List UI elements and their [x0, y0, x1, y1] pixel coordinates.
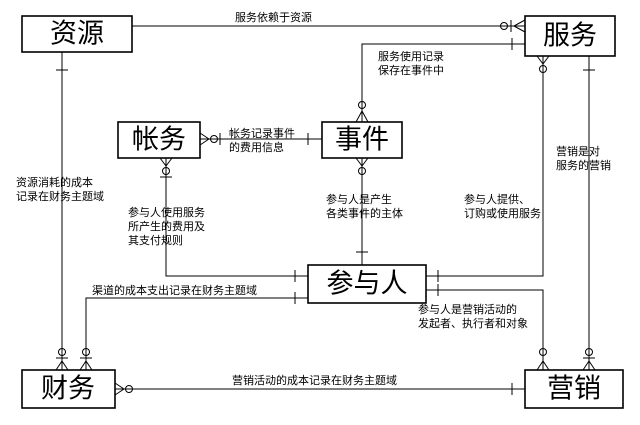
mark-many	[199, 132, 210, 146]
mark-zero	[82, 348, 90, 356]
mark-zero	[358, 167, 366, 175]
edge-account-participant	[165, 158, 308, 277]
mark-many	[159, 157, 173, 167]
entity-finance: 财务	[21, 369, 116, 409]
mark-zero	[585, 348, 593, 356]
mark-many	[536, 55, 550, 65]
entity-resource-label: 资源	[50, 19, 104, 50]
mark-many	[55, 360, 69, 371]
label-account-event: 帐务记录事件 的费用信息	[229, 127, 299, 154]
label-service-depends-resource: 服务依赖于资源	[235, 10, 312, 24]
label-channel-cost-finance: 渠道的成本支出记录在财务主题域	[92, 283, 257, 297]
label-marketing-service: 营销是对 服务的营销	[556, 144, 611, 172]
edges	[61, 25, 590, 390]
entity-event-label: 事件	[335, 125, 389, 156]
entity-account-label: 帐务	[132, 125, 186, 156]
label-service-usage-event: 服务使用记录 保存在事件中	[378, 50, 448, 77]
mark-zero	[58, 348, 66, 356]
entity-account: 帐务	[117, 121, 201, 159]
mark-zero	[358, 101, 366, 109]
label-marketing-cost-finance: 营销活动的成本记录在财务主题域	[232, 373, 397, 387]
edge-participant-finance	[85, 297, 308, 370]
entity-finance-label: 财务	[41, 374, 95, 405]
mark-many	[114, 382, 125, 396]
entity-marketing-label: 营销	[547, 374, 601, 405]
label-resource-finance: 资源消耗的成本 记录在财务主题域	[16, 175, 104, 203]
entity-service-label: 服务	[543, 21, 597, 52]
entity-marketing: 营销	[524, 369, 624, 409]
edge-service-event	[361, 43, 525, 122]
mark-zero	[210, 135, 218, 143]
mark-zero	[500, 22, 508, 30]
entity-resource: 资源	[21, 15, 133, 53]
mark-many	[355, 110, 369, 123]
edge-participant-service	[426, 56, 544, 277]
entity-service: 服务	[524, 15, 616, 57]
entity-event: 事件	[321, 121, 403, 159]
label-participant-account: 参与人使用服务 所产生的费用及 其支付规则	[128, 205, 209, 247]
mark-many	[355, 157, 369, 167]
edge-participant-marketing	[426, 289, 544, 370]
mark-zero	[539, 65, 547, 73]
mark-many	[536, 360, 550, 371]
entity-participant-label: 参与人	[327, 269, 408, 300]
label-participant-event: 参与人是产生 各类事件的主体	[326, 192, 403, 220]
mark-zero	[539, 348, 547, 356]
mark-zero	[162, 167, 170, 175]
label-participant-marketing: 参与人是营销活动的 发起者、执行者和对象	[418, 302, 528, 330]
mark-zero	[125, 385, 133, 393]
mark-many	[582, 360, 596, 371]
mark-many	[79, 360, 93, 371]
relation-labels: 服务依赖于资源 服务使用记录 保存在事件中 帐务记录事件 的费用信息 资源消耗的…	[16, 10, 611, 387]
label-participant-service: 参与人提供、 订购或使用服务	[464, 192, 541, 220]
entity-participant: 参与人	[307, 264, 427, 304]
mark-many	[513, 19, 526, 33]
